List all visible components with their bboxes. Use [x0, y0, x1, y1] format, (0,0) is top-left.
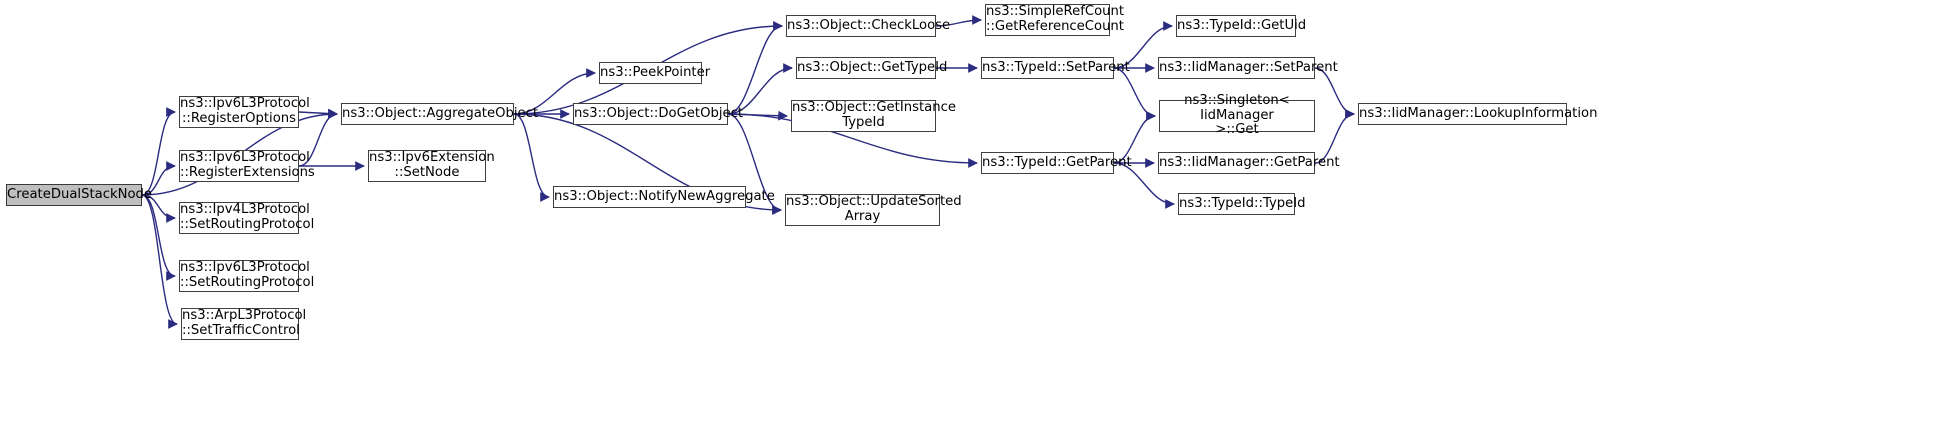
graph-node[interactable]: ns3::TypeId::TypeId — [1178, 193, 1306, 215]
graph-node[interactable]: ns3::TypeId::SetParent — [981, 57, 1130, 79]
graph-node-label: CreateDualStackNode — [7, 186, 153, 202]
graph-node-label: ns3::Ipv6L3Protocol ::RegisterOptions — [180, 96, 310, 126]
graph-edge — [727, 21, 783, 115]
graph-node-label: ns3::IidManager::LookupInformation — [1359, 105, 1598, 121]
graph-node[interactable]: ns3::ArpL3Protocol ::SetTrafficControl — [181, 308, 307, 340]
graph-node-label: ns3::SimpleRefCount ::GetReferenceCount — [986, 4, 1125, 34]
graph-node-label: ns3::Object::CheckLoose — [787, 17, 951, 33]
graph-node[interactable]: ns3::Object::GetTypeId — [796, 57, 948, 79]
graph-node[interactable]: ns3::Object::NotifyNewAggregate — [553, 186, 775, 208]
graph-edge — [141, 194, 178, 329]
graph-node[interactable]: ns3::Object::AggregateObject — [341, 103, 539, 125]
graph-node[interactable]: ns3::Ipv4L3Protocol ::SetRoutingProtocol — [179, 202, 315, 234]
graph-node-label: ns3::IidManager::SetParent — [1159, 59, 1338, 75]
graph-node-label: ns3::TypeId::GetUid — [1177, 17, 1307, 33]
graph-node[interactable]: ns3::PeekPointer — [599, 62, 711, 84]
graph-node-label: ns3::Singleton< IidManager >::Get — [1184, 92, 1290, 138]
graph-node-label: ns3::TypeId::GetParent — [982, 154, 1132, 170]
graph-node-label: ns3::TypeId::TypeId — [1179, 195, 1306, 211]
graph-node[interactable]: ns3::Ipv6L3Protocol ::RegisterExtensions — [179, 150, 315, 182]
graph-node[interactable]: ns3::Ipv6L3Protocol ::RegisterOptions — [179, 96, 310, 128]
graph-node[interactable]: ns3::Object::DoGetObject — [573, 103, 744, 125]
graph-node-label: ns3::IidManager::GetParent — [1159, 154, 1340, 170]
graph-node[interactable]: ns3::Object::CheckLoose — [786, 15, 951, 37]
graph-node-label: ns3::Ipv6L3Protocol ::RegisterExtensions — [180, 150, 315, 180]
graph-node-label: ns3::Ipv6Extension ::SetNode — [369, 150, 495, 180]
graph-node[interactable]: ns3::Singleton< IidManager >::Get — [1159, 93, 1315, 137]
graph-node-label: ns3::TypeId::SetParent — [982, 59, 1130, 75]
graph-node-label: ns3::Object::GetInstance TypeId — [792, 100, 956, 130]
graph-node-label: ns3::Ipv6L3Protocol ::SetRoutingProtocol — [180, 260, 315, 290]
graph-node-label: ns3::Object::DoGetObject — [574, 105, 744, 121]
graph-node-label: ns3::Ipv4L3Protocol ::SetRoutingProtocol — [180, 202, 315, 232]
graph-edge — [513, 113, 550, 202]
graph-node[interactable]: ns3::Ipv6Extension ::SetNode — [368, 150, 495, 182]
graph-node[interactable]: ns3::SimpleRefCount ::GetReferenceCount — [985, 4, 1125, 36]
graph-node[interactable]: ns3::Ipv6L3Protocol ::SetRoutingProtocol — [179, 260, 315, 292]
graph-edge — [298, 108, 338, 119]
graph-node[interactable]: ns3::TypeId::GetUid — [1176, 15, 1307, 37]
graph-edge — [141, 194, 176, 281]
graph-node-label: ns3::Object::GetTypeId — [797, 59, 948, 75]
graph-node-label: ns3::ArpL3Protocol ::SetTrafficControl — [182, 308, 307, 338]
graph-edge — [141, 107, 176, 196]
graph-node[interactable]: CreateDualStackNode — [6, 184, 153, 206]
graph-node[interactable]: ns3::Object::GetInstance TypeId — [791, 100, 956, 132]
graph-node-label: ns3::Object::NotifyNewAggregate — [554, 188, 775, 204]
graph-edge — [1113, 67, 1156, 121]
graph-node[interactable]: ns3::IidManager::GetParent — [1158, 152, 1340, 174]
graph-node[interactable]: ns3::IidManager::LookupInformation — [1358, 103, 1598, 125]
graph-node-label: ns3::Object::AggregateObject — [342, 105, 539, 121]
graph-node-label: ns3::Object::UpdateSorted Array — [786, 194, 962, 224]
graph-node[interactable]: ns3::TypeId::GetParent — [981, 152, 1132, 174]
graph-node[interactable]: ns3::Object::UpdateSorted Array — [785, 194, 962, 226]
graph-node[interactable]: ns3::IidManager::SetParent — [1158, 57, 1338, 79]
graph-node-label: ns3::PeekPointer — [600, 64, 711, 80]
